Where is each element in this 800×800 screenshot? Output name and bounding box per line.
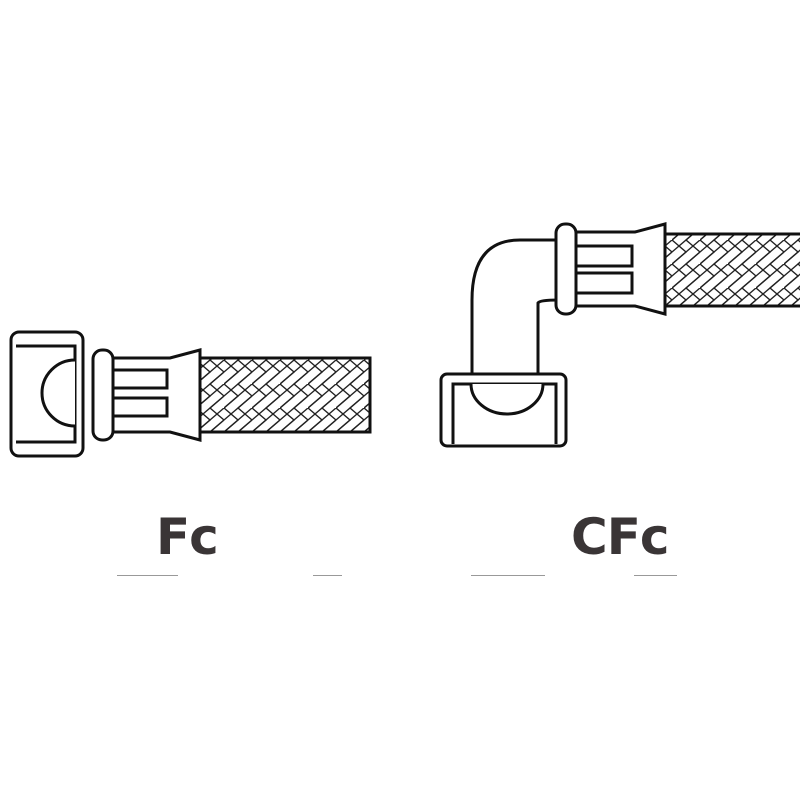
cfc-hose	[439, 222, 800, 448]
cfc-collar-ring	[554, 222, 578, 316]
fc-sleeve	[111, 348, 202, 442]
cfc-elbow	[470, 238, 560, 377]
underline	[313, 575, 342, 576]
fc-braided-hose	[198, 356, 372, 434]
underline	[471, 575, 545, 576]
fc-sleeve-slot	[111, 368, 169, 390]
underline	[117, 575, 178, 576]
cfc-sleeve	[574, 222, 667, 316]
fc-hose	[9, 330, 372, 458]
fc-sleeve-slot	[111, 396, 169, 418]
fc-label: Fc	[156, 508, 219, 566]
cfc-sleeve-slot	[574, 271, 634, 295]
cfc-nut-dome	[469, 383, 545, 416]
cfc-braided-hose	[663, 232, 800, 308]
cfc-sleeve-slot	[574, 244, 634, 268]
underline	[634, 575, 677, 576]
fc-nut-dome	[40, 358, 76, 428]
cfc-label: CFc	[571, 508, 669, 566]
fc-collar-ring	[91, 348, 115, 442]
